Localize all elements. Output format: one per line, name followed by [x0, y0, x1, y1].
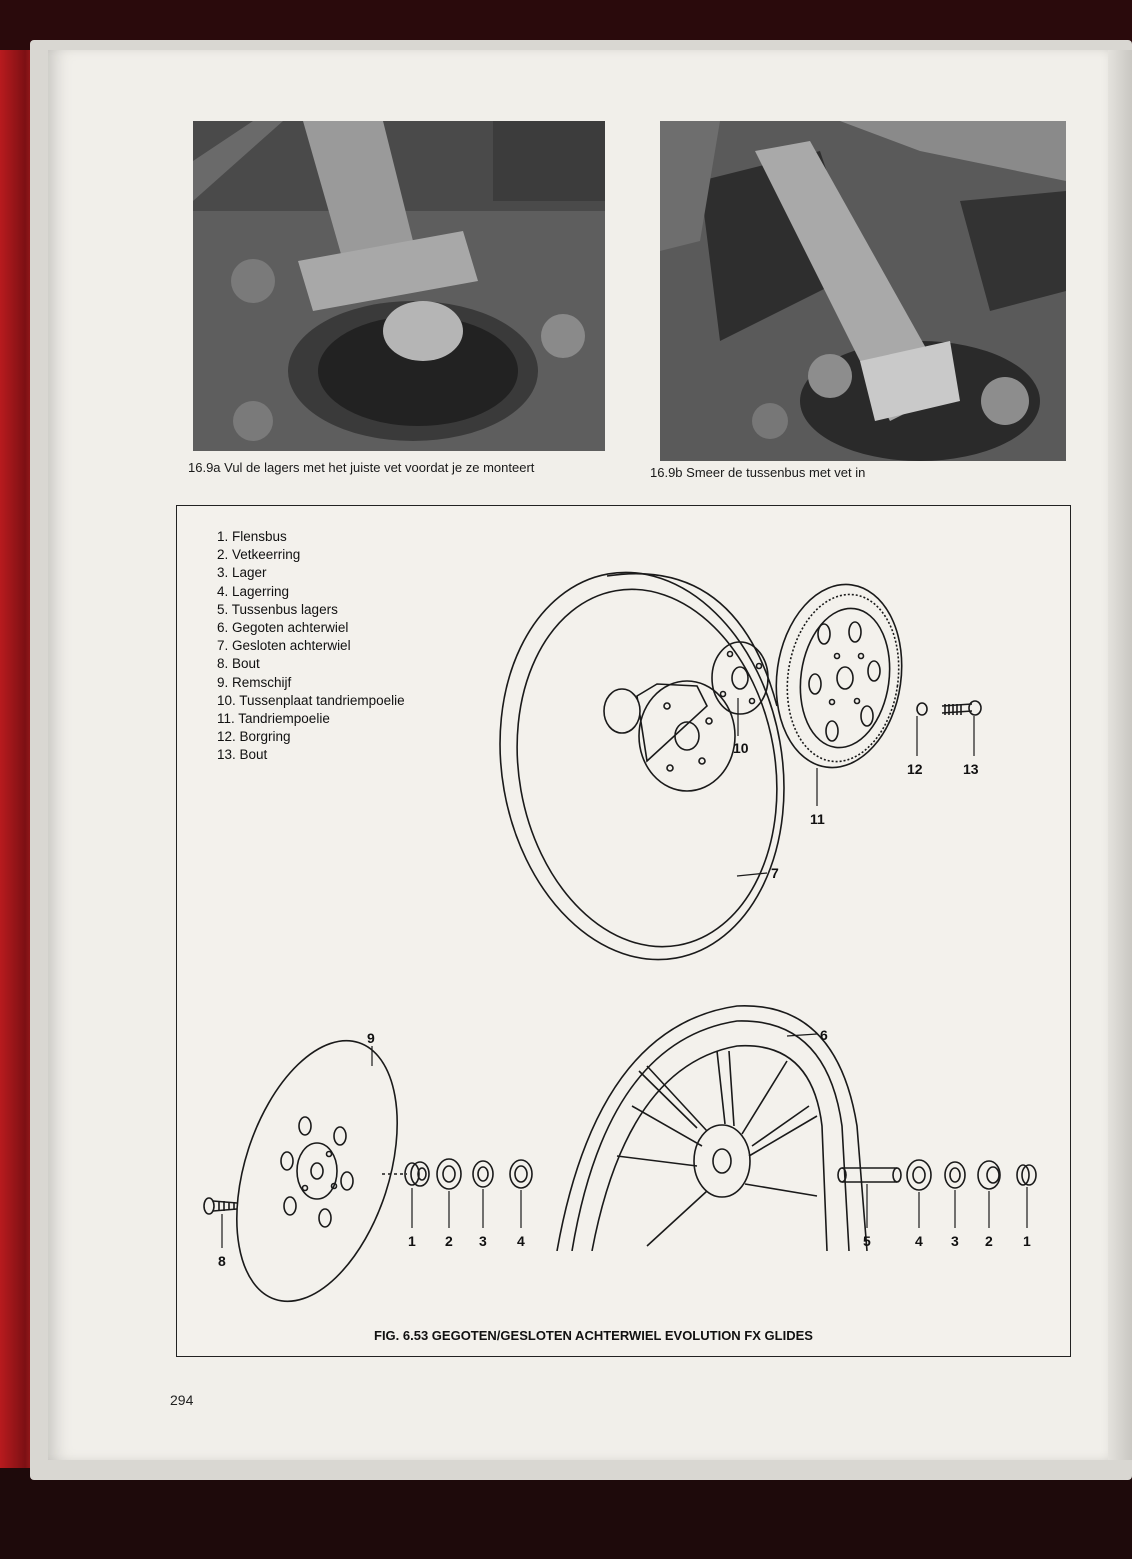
page-number: 294 [170, 1392, 194, 1408]
callout-1-left: 1 [408, 1233, 416, 1249]
legend-item: 10. Tussenplaat tandriempoelie [217, 692, 405, 708]
callout-11: 11 [810, 811, 825, 827]
belt-pulley [775, 583, 903, 769]
enclosed-rear-wheel [499, 571, 785, 961]
figure-caption: FIG. 6.53 GEGOTEN/GESLOTEN ACHTERWIEL EV… [374, 1328, 813, 1343]
callout-4-left: 4 [517, 1233, 525, 1249]
photo-caption-a: 16.9a Vul de lagers met het juiste vet v… [188, 460, 535, 475]
callout-8: 8 [218, 1253, 226, 1269]
page-right-edge [1108, 50, 1132, 1460]
lock-ring-and-bolt [916, 700, 982, 716]
callout-2-right: 2 [985, 1233, 993, 1249]
legend-item: 11. Tandriempoelie [217, 711, 330, 727]
exploded-diagram-figure: 10 12 13 11 7 6 9 8 1 2 3 4 5 4 3 2 1 1.… [176, 505, 1071, 1357]
legend-item: 7. Gesloten achterwiel [217, 638, 351, 654]
legend-item: 13. Bout [217, 747, 268, 763]
parts-legend: 1. Flensbus 2. Vetkeerring 3. Lager 4. L… [217, 528, 405, 765]
callout-7: 7 [771, 865, 779, 881]
left-bearing-set [382, 1158, 533, 1190]
legend-item: 6. Gegoten achterwiel [217, 620, 349, 636]
legend-item: 2. Vetkeerring [217, 547, 301, 563]
callout-3-right: 3 [951, 1233, 959, 1249]
callout-13: 13 [963, 761, 979, 777]
pulley-spacer-plate [711, 641, 769, 715]
legend-item: 8. Bout [217, 656, 260, 672]
brake-disc [236, 1039, 398, 1303]
legend-item: 1. Flensbus [217, 529, 287, 544]
callout-6: 6 [820, 1027, 828, 1043]
callout-1-right: 1 [1023, 1233, 1031, 1249]
callout-4-right: 4 [915, 1233, 923, 1249]
legend-item: 3. Lager [217, 565, 267, 581]
legend-item: 9. Remschijf [217, 674, 292, 690]
photo-spacer-grease [660, 121, 1066, 461]
callout-3-left: 3 [479, 1233, 487, 1249]
photo-bearing-grease [193, 121, 605, 451]
disc-bolt [203, 1197, 238, 1215]
legend-item: 4. Lagerring [217, 583, 290, 599]
photo-caption-b: 16.9b Smeer de tussenbus met vet in [650, 465, 866, 480]
callout-12: 12 [907, 761, 923, 777]
callout-10: 10 [733, 740, 749, 756]
cast-rear-wheel [556, 1005, 868, 1252]
wheel-hub [603, 680, 736, 792]
callout-9: 9 [367, 1030, 375, 1046]
callout-2-left: 2 [445, 1233, 453, 1249]
legend-item: 12. Borgring [217, 729, 291, 745]
right-bearing-set [837, 1159, 1037, 1191]
callout-5: 5 [863, 1233, 871, 1249]
rear-wheel-exploded-diagram: 10 12 13 11 7 6 9 8 1 2 3 4 5 4 3 2 1 [203, 571, 1037, 1303]
legend-item: 5. Tussenbus lagers [217, 601, 338, 617]
book-cover-bottom [0, 1468, 1132, 1559]
